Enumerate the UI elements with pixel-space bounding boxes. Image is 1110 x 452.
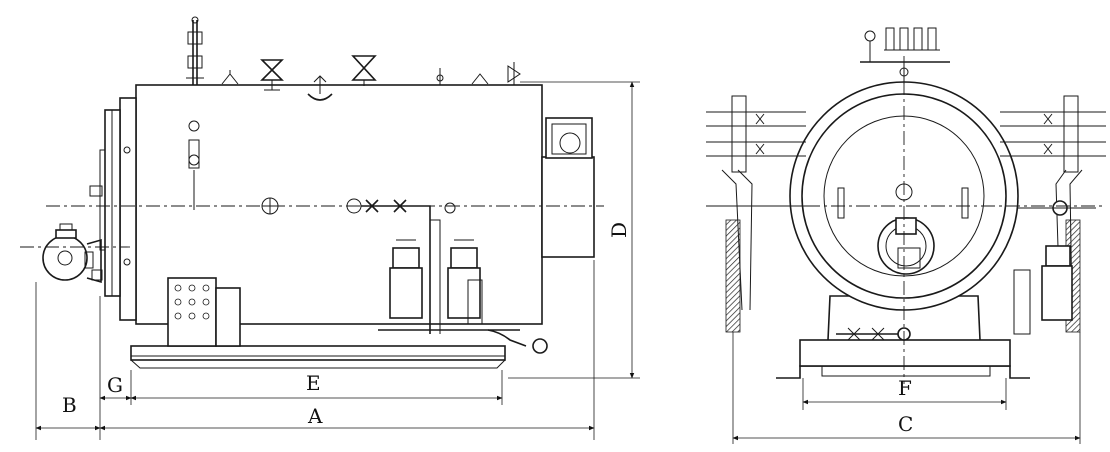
front-feed-pump (1013, 245, 1073, 335)
front-dimension-lines (732, 399, 1081, 441)
dim-label-c: C (898, 412, 913, 436)
front-burner-port (877, 217, 935, 275)
front-blowdown (836, 327, 911, 341)
side-front-door (89, 97, 137, 321)
side-extension-lines (35, 81, 640, 440)
side-control-panel (167, 277, 241, 347)
side-top-fittings (186, 16, 521, 101)
front-top-manifold (860, 27, 950, 84)
dim-label-d: D (607, 222, 631, 238)
dim-label-b: B (62, 393, 77, 417)
side-base-skid (130, 345, 506, 369)
side-dimension-lines (35, 81, 635, 431)
side-view (20, 16, 640, 440)
dim-label-e: E (306, 371, 321, 395)
side-feed-pumps (378, 239, 548, 354)
front-view (706, 27, 1106, 444)
front-left-gauge (706, 95, 806, 333)
dim-label-a: A (307, 404, 323, 428)
front-extension-lines (732, 332, 1081, 444)
dim-label-f: F (898, 376, 912, 400)
side-rear-smokebox (541, 117, 595, 258)
dim-label-g: G (107, 373, 123, 397)
